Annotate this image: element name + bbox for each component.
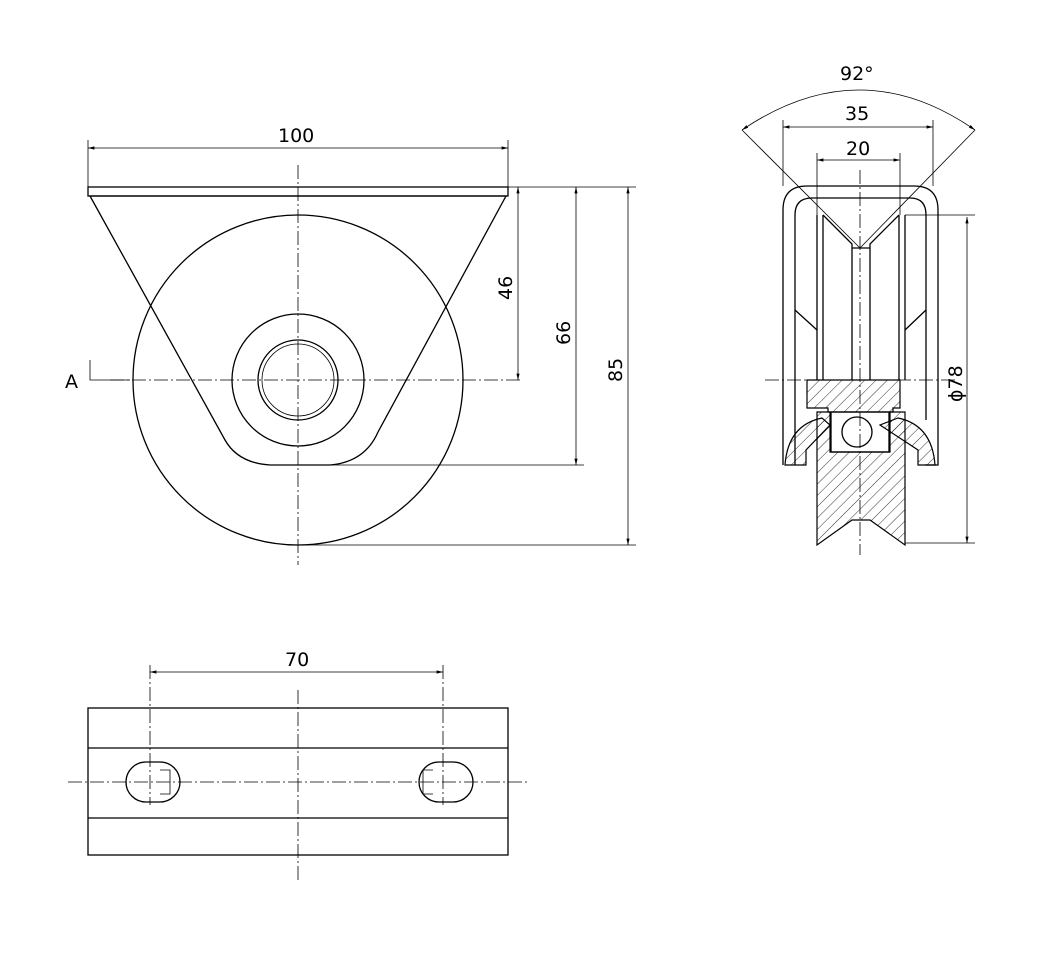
section-label: A xyxy=(65,371,78,393)
width-dim-35: 35 xyxy=(845,103,869,125)
axle-section xyxy=(806,379,901,413)
height-dim-85: 85 xyxy=(605,358,627,382)
height-dim-66: 66 xyxy=(553,321,575,345)
section-marker xyxy=(89,360,130,381)
wheel-section xyxy=(816,411,906,547)
top-view: 70 xyxy=(68,649,530,880)
side-view: 92° 35 20 ϕ78 xyxy=(741,63,976,555)
width-dim-100: 100 xyxy=(278,125,314,147)
front-view: A 100 46 66 85 xyxy=(65,125,636,565)
height-dim-46: 46 xyxy=(495,276,517,300)
diameter-dim-78: ϕ78 xyxy=(945,365,967,402)
spacing-dim-70: 70 xyxy=(285,649,309,671)
width-dim-20: 20 xyxy=(846,138,870,160)
angle-dim-92: 92° xyxy=(840,63,874,85)
bracket-outer xyxy=(782,185,939,466)
